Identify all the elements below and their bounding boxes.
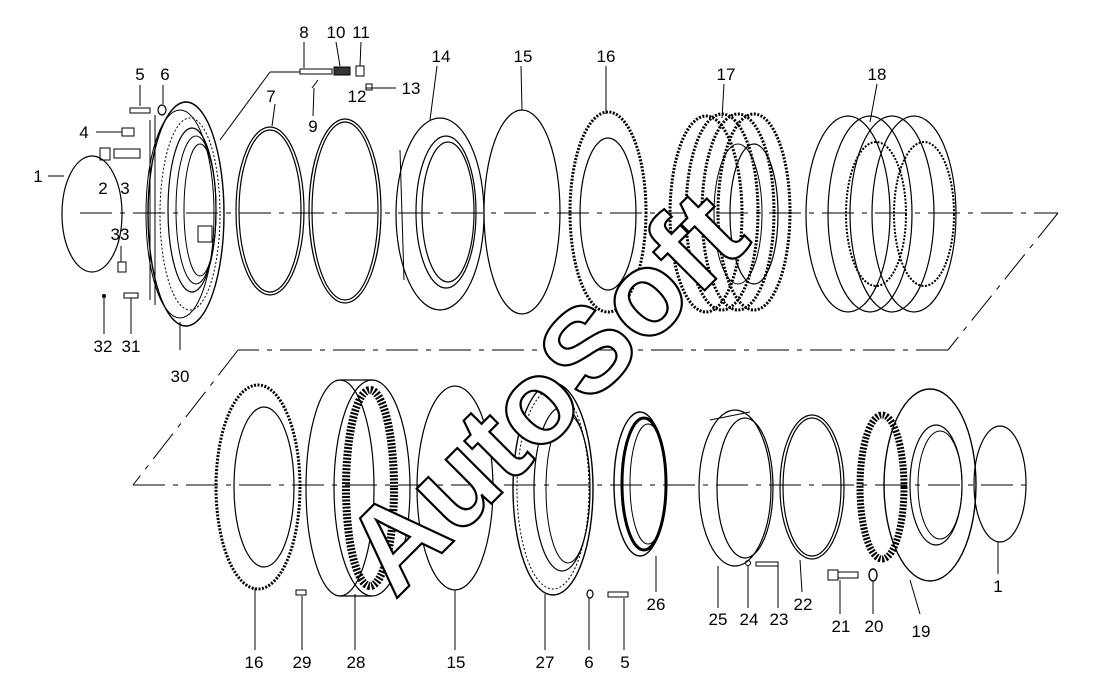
label-16-upper: 16 bbox=[597, 47, 616, 66]
part-6-washer-lower bbox=[586, 589, 594, 599]
label-15-upper: 15 bbox=[514, 47, 533, 66]
part-23-bolt bbox=[755, 561, 779, 567]
part-27-carrier bbox=[512, 382, 594, 596]
part-4-plug bbox=[121, 127, 135, 137]
part-6-washer-upper bbox=[157, 104, 167, 116]
label-31: 31 bbox=[122, 337, 141, 356]
part-7-o-ring bbox=[235, 126, 305, 296]
label-6-lower: 6 bbox=[584, 653, 593, 672]
label-23: 23 bbox=[770, 610, 789, 629]
label-33: 33 bbox=[111, 225, 130, 244]
label-29: 29 bbox=[293, 653, 312, 672]
part-10-spring bbox=[333, 66, 351, 76]
part-29-pin bbox=[295, 589, 307, 596]
label-1-upper: 1 bbox=[33, 167, 42, 186]
part-5-bolt-lower bbox=[607, 591, 629, 598]
label-10: 10 bbox=[327, 23, 346, 42]
label-22: 22 bbox=[794, 595, 813, 614]
label-4: 4 bbox=[79, 123, 88, 142]
part-2-fitting bbox=[99, 147, 111, 161]
label-15-lower: 15 bbox=[447, 653, 466, 672]
part-31-pin bbox=[123, 292, 139, 299]
label-17: 17 bbox=[717, 65, 736, 84]
part-33-plug bbox=[117, 261, 127, 273]
label-28: 28 bbox=[347, 653, 366, 672]
part-18-steel-plates bbox=[805, 115, 957, 313]
label-1-lower: 1 bbox=[993, 577, 1002, 596]
part-1-seal-ring-upper bbox=[61, 155, 123, 273]
part-16-plate-upper bbox=[568, 110, 648, 314]
label-14: 14 bbox=[432, 47, 451, 66]
part-11-nut bbox=[355, 65, 365, 77]
label-19: 19 bbox=[912, 622, 931, 641]
label-7: 7 bbox=[266, 87, 275, 106]
part-13-washer bbox=[365, 83, 373, 91]
part-19-cover bbox=[856, 388, 977, 582]
watermark-text: AutoSoft bbox=[319, 165, 772, 618]
label-32: 32 bbox=[94, 337, 113, 356]
part-30-housing bbox=[145, 101, 225, 327]
part-21-bolt bbox=[827, 569, 859, 581]
label-24: 24 bbox=[740, 610, 759, 629]
part-15-disc-upper bbox=[483, 109, 561, 315]
label-5-upper: 5 bbox=[135, 65, 144, 84]
part-3-connector bbox=[113, 148, 141, 159]
label-25: 25 bbox=[709, 610, 728, 629]
part-labels: 1 2 3 4 5 6 7 8 9 10 11 12 13 14 15 16 1… bbox=[33, 23, 1002, 672]
label-6-upper: 6 bbox=[160, 65, 169, 84]
label-2: 2 bbox=[98, 179, 107, 198]
label-18: 18 bbox=[868, 65, 887, 84]
label-12: 12 bbox=[348, 87, 367, 106]
part-14-piston bbox=[395, 117, 485, 311]
part-32-pin bbox=[102, 294, 106, 298]
label-5-lower: 5 bbox=[620, 653, 629, 672]
part-8-bolt bbox=[299, 68, 333, 75]
part-26-seal bbox=[613, 411, 668, 557]
part-17-friction-discs bbox=[668, 112, 792, 314]
label-30: 30 bbox=[171, 367, 190, 386]
label-8: 8 bbox=[299, 23, 308, 42]
part-28-ring-gear bbox=[305, 379, 411, 597]
label-13: 13 bbox=[402, 79, 421, 98]
part-9-pin bbox=[311, 79, 319, 89]
part-12-o-ring bbox=[308, 118, 382, 304]
part-1-seal-ring-lower bbox=[973, 425, 1027, 543]
label-11: 11 bbox=[352, 23, 370, 42]
label-20: 20 bbox=[865, 617, 884, 636]
part-5-bolt-upper bbox=[129, 107, 151, 114]
part-25-retainer bbox=[698, 409, 774, 567]
label-21: 21 bbox=[832, 617, 851, 636]
part-16-plate-lower bbox=[214, 383, 302, 591]
part-20-washer bbox=[868, 568, 878, 582]
label-16-lower: 16 bbox=[245, 653, 264, 672]
leader-lines bbox=[48, 41, 999, 650]
label-27: 27 bbox=[536, 653, 555, 672]
assembly-axis-lines bbox=[80, 71, 1059, 486]
label-9: 9 bbox=[308, 117, 317, 136]
label-3: 3 bbox=[120, 179, 129, 198]
part-22-o-ring bbox=[779, 414, 845, 560]
part-24-washer bbox=[745, 560, 751, 566]
label-26: 26 bbox=[647, 595, 666, 614]
